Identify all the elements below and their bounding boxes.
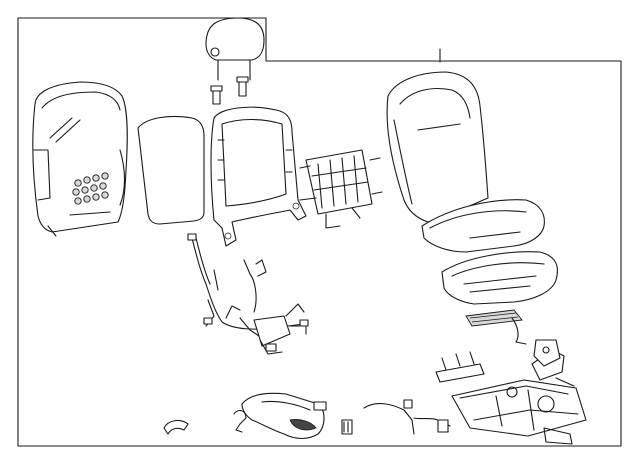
seat-back-frame [210,106,307,247]
lumbar-support [299,149,383,229]
seat-track [435,349,587,445]
seat-assembly [386,71,545,253]
diagram-border [17,17,622,447]
wiring-harness [187,233,309,355]
heater-mat [465,309,527,345]
headrest-guides [210,76,249,105]
seat-back-cover [32,81,128,237]
small-clips [163,339,561,435]
seat-cushion-pad [441,251,558,305]
headrest [205,17,265,81]
cover-dot-pattern [72,172,109,205]
side-trim [241,392,325,440]
seat-back-panel [137,115,205,225]
